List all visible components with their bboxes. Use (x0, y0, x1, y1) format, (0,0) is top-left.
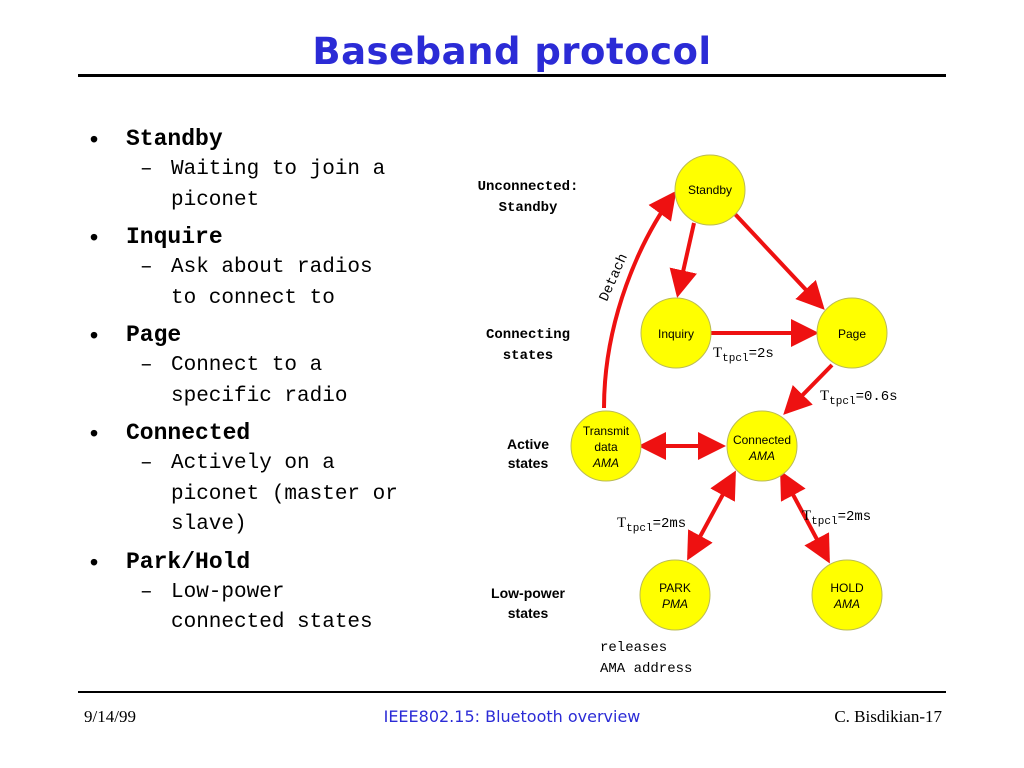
row-label-unconnected: Unconnected: Standby (478, 179, 579, 216)
svg-text:data: data (594, 440, 618, 454)
row-label-active: Active states (507, 436, 549, 471)
svg-text:Transmit: Transmit (583, 424, 630, 438)
arrow-connected-hold (780, 470, 830, 564)
svg-text:Low-power: Low-power (491, 585, 565, 601)
footer-rule (78, 691, 946, 693)
slide-title: Baseband protocol (312, 30, 712, 73)
svg-text:releases: releases (600, 640, 667, 656)
bullet-dot: • (90, 322, 99, 348)
node-park: PARK PMA (639, 559, 711, 631)
node-standby: Standby (674, 154, 746, 226)
svg-text:Page: Page (838, 327, 866, 341)
sub-dash: – (140, 354, 153, 377)
bullet-label: Inquire (126, 224, 223, 250)
bullet-subtext: Low-power connected states (171, 580, 373, 635)
bullet-item-standby: • Standby –Waiting to join a piconet (90, 124, 470, 216)
bullet-subtext: Connect to a specific radio (171, 354, 348, 408)
svg-text:AMA: AMA (748, 449, 775, 463)
node-hold: HOLD AMA (811, 559, 883, 631)
svg-text:Connecting: Connecting (486, 327, 570, 343)
footer-title: IEEE802.15: Bluetooth overview (383, 707, 641, 726)
bullet-subtext: Ask about radios to connect to (171, 256, 373, 310)
svg-text:AMA address: AMA address (600, 661, 692, 677)
bullet-item-inquire: • Inquire –Ask about radios to connect to (90, 222, 470, 314)
bullet-dot: • (90, 126, 99, 152)
bullet-subtext: Actively on a piconet (master or slave) (171, 452, 398, 536)
bullet-subtext: Waiting to join a piconet (171, 158, 386, 212)
note-releases-ama: releases AMA address (600, 640, 692, 677)
svg-text:Standby: Standby (688, 183, 732, 197)
node-inquiry: Inquiry (640, 297, 712, 369)
svg-text:PMA: PMA (662, 597, 688, 611)
label-tpcl-hold: Ttpcl=2ms (802, 508, 871, 528)
arrow-standby-to-inquiry (669, 222, 697, 298)
node-page: Page (816, 297, 888, 369)
footer-date: 9/14/99 (84, 707, 136, 726)
bullet-item-connected: • Connected –Actively on a piconet (maste… (90, 418, 470, 541)
svg-text:Active: Active (507, 436, 549, 452)
bullet-label: Park/Hold (126, 548, 251, 575)
svg-text:Connected: Connected (733, 433, 791, 447)
node-transmit: Transmit data AMA (570, 410, 642, 482)
svg-text:states: states (508, 455, 549, 471)
sub-dash: – (140, 452, 153, 475)
bullet-dot: • (90, 224, 99, 250)
sub-dash: – (140, 256, 153, 279)
bullet-label: Connected (126, 420, 251, 446)
row-label-connecting: Connecting states (486, 327, 570, 364)
svg-text:AMA: AMA (592, 456, 619, 470)
svg-text:states: states (503, 348, 553, 364)
arrow-connected-park (687, 470, 736, 561)
footer-author-page: C. Bisdikian-17 (834, 707, 942, 726)
bullet-dot: • (90, 420, 99, 446)
sub-dash: – (140, 158, 153, 181)
label-detach: Detach (597, 251, 632, 304)
sub-dash: – (140, 580, 153, 604)
node-connected: Connected AMA (726, 410, 798, 482)
arrow-page-to-connected (783, 363, 834, 415)
svg-text:Unconnected:: Unconnected: (478, 179, 579, 195)
label-tpcl-park: Ttpcl=2ms (617, 515, 686, 535)
bullet-dot: • (90, 548, 99, 575)
svg-text:PARK: PARK (659, 581, 691, 595)
label-tpcl-page-connected: Ttpcl=0.6s (820, 388, 898, 408)
svg-text:states: states (508, 605, 549, 621)
bullet-item-park-hold: • Park/Hold –Low-power connected states (90, 547, 470, 639)
label-tpcl-inquiry-page: Ttpcl=2s (713, 345, 774, 365)
arrow-standby-to-page (732, 211, 825, 310)
bullet-list: •Standby –Waiting to join a piconet •Inq… (90, 118, 470, 639)
svg-text:AMA: AMA (833, 597, 860, 611)
svg-text:Standby: Standby (499, 200, 558, 216)
row-label-lowpower: Low-power states (491, 585, 565, 621)
bullet-label: Page (126, 322, 182, 348)
svg-text:HOLD: HOLD (830, 581, 864, 595)
title-rule (78, 74, 946, 77)
arrow-detach (602, 190, 677, 409)
bullet-label: Standby (126, 126, 223, 152)
bullet-item-page: • Page –Connect to a specific radio (90, 320, 470, 412)
svg-text:Inquiry: Inquiry (658, 327, 694, 341)
